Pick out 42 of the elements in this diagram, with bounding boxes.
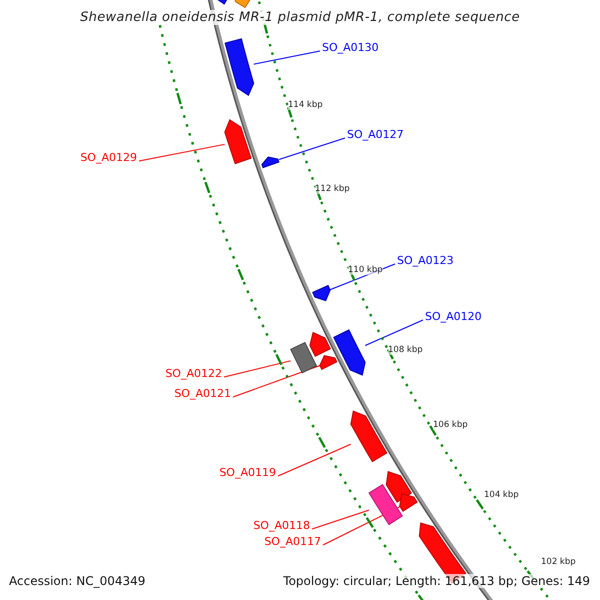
gene-label: SO_A0130 [322,41,379,54]
gene-feature [350,410,388,462]
gene-label: SO_A0117 [264,535,321,548]
leader-line [278,444,352,476]
gene-label: SO_A0121 [174,387,231,400]
gene-label: SO_A0119 [219,466,276,480]
leader-line [278,138,346,160]
scale-label: 106 kbp [433,420,468,430]
leader-line [364,320,424,346]
gene-label: SO_A0123 [397,254,454,268]
gene-feature [319,355,338,370]
gene-label: SO_A0129 [80,151,137,164]
gene-feature [386,470,412,503]
gene-label: SO_A0120 [425,310,482,324]
map-title: Shewanella oneidensis MR-1 plasmid pMR-1, complete sequence [79,10,521,26]
gene-feature [224,119,252,164]
leader-line [312,510,370,530]
gene-feature [309,332,331,357]
scale-label: 110 kbp [348,265,383,276]
gene-label: SO_A0127 [347,128,404,142]
leader-line [138,144,226,162]
gene-label: SO_A0122 [165,367,222,380]
leader-line [224,360,292,378]
accession-text: Accession: NC_004349 [9,574,146,588]
summary-text: Topology: circular; Length: 161,613 bp; Genes: 149 [283,574,590,588]
scale-label: 104 kbp [484,490,519,500]
leader-line [330,264,396,290]
gene-feature [234,0,252,8]
leader-line [253,50,320,65]
gene-feature [224,38,254,96]
scale-label: 102 kbp [541,557,576,568]
scale-label: 114 kbp [288,100,323,110]
gene-feature [333,329,366,376]
gene-feature [312,284,331,302]
leader-line [232,365,320,398]
gene-feature [399,493,418,512]
gene-feature [261,156,280,168]
scale-label: 108 kbp [388,345,423,356]
gene-feature [290,342,318,374]
gene-label: SO_A0118 [253,519,310,532]
gene-feature [368,484,403,526]
scale-label: 112 kbp [315,184,350,194]
